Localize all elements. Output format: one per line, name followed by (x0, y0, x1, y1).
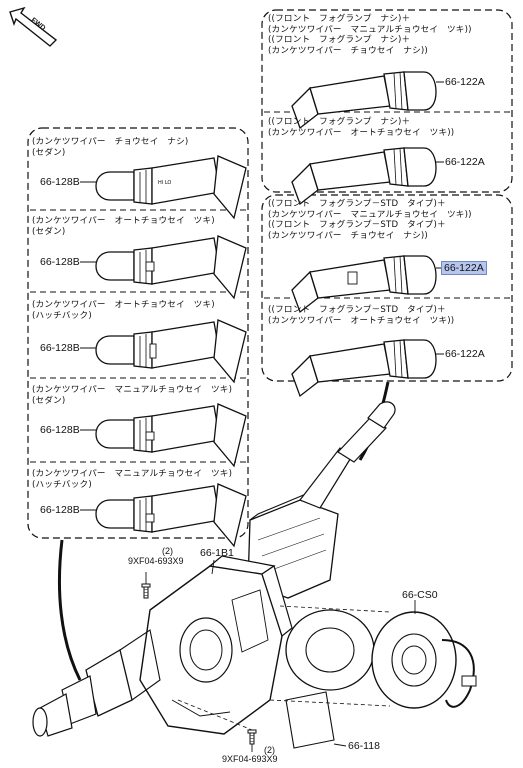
left-panel-4-caption: (カンケツワイパー マニュアルチョウセイ ツキ)(セダン) (32, 385, 233, 406)
alignment-lines (177, 605, 391, 731)
left-panel-3-caption: (カンケツワイパー オートチョウセイ ツキ)(ハッチバック) (32, 300, 215, 321)
column-cover-housing (139, 555, 293, 735)
left-panel-dividers (30, 209, 246, 463)
svg-text:HI LO: HI LO (158, 180, 171, 186)
group-bracket-left (57, 539, 82, 681)
clock-spring (371, 611, 477, 709)
wiper-lever-1: HI LO (95, 155, 247, 219)
left-panel-5-caption: (カンケツワイパー マニュアルチョウセイ ツキ)(ハッチバック) (32, 469, 233, 490)
wiper-switch-assembly (32, 629, 161, 737)
right-panel-3-caption: ((フロント フォグランプ－STD タイプ)＋(カンケツワイパー マニュアルチョ… (268, 199, 472, 241)
headlight-lever-3 (291, 255, 437, 313)
left-panel-4-part-number: 66-128B (40, 424, 80, 436)
cancel-cam-ring (285, 609, 375, 749)
right-panel-1-part-number: 66-122A (445, 76, 485, 88)
left-panel-3-part-number: 66-128B (40, 342, 80, 354)
callout-leaders (145, 559, 416, 752)
housing-part-number: 66-1B1 (200, 547, 234, 559)
screw-top-quantity: (2) (162, 546, 173, 556)
left-panel-1-caption: (カンケツワイパー チョウセイ ナシ)(セダン) (32, 137, 189, 158)
wiper-lever-5 (95, 483, 247, 547)
right-panel-2-part-number: 66-122A (445, 156, 485, 168)
cam-ring-part-number: 66-118 (348, 740, 380, 752)
right-variant-group-b (261, 194, 513, 382)
screw-bottom (247, 729, 257, 745)
left-panel-1-part-number: 66-128B (40, 176, 80, 188)
right-panel-3-part-number-highlighted[interactable]: 66-122A (441, 261, 487, 275)
screw-bottom-part-number: 9XF04-693X9 (222, 754, 278, 764)
wiper-lever-4 (95, 403, 247, 467)
right-panel-2-caption: ((フロント フォグランプ ナシ)＋(カンケツワイパー オートチョウセイ ツキ)… (268, 117, 455, 138)
right-variant-group-a (261, 9, 513, 193)
fwd-arrow-icon (9, 6, 58, 47)
right-panel-4-part-number: 66-122A (445, 348, 485, 360)
screw-top-part-number: 9XF04-693X9 (128, 556, 184, 566)
left-panel-5-part-number: 66-128B (40, 504, 80, 516)
screw-top (141, 583, 151, 599)
wiper-lever-2 (95, 235, 247, 299)
left-panel-2-caption: (カンケツワイパー オートチョウセイ ツキ)(セダン) (32, 216, 215, 237)
left-leader-lines (80, 181, 96, 511)
wiper-lever-3 (95, 319, 247, 383)
headlight-lever-4 (291, 339, 437, 397)
screw-bottom-quantity: (2) (264, 745, 275, 755)
left-panel-2-part-number: 66-128B (40, 256, 80, 268)
right-panel-4-caption: ((フロント フォグランプ－STD タイプ)＋(カンケツワイパー オートチョウセ… (268, 305, 455, 326)
right-panel-1-caption: ((フロント フォグランプ ナシ)＋(カンケツワイパー マニュアルチョウセイ ツ… (268, 14, 472, 56)
clock-spring-part-number: 66-CS0 (402, 589, 438, 601)
